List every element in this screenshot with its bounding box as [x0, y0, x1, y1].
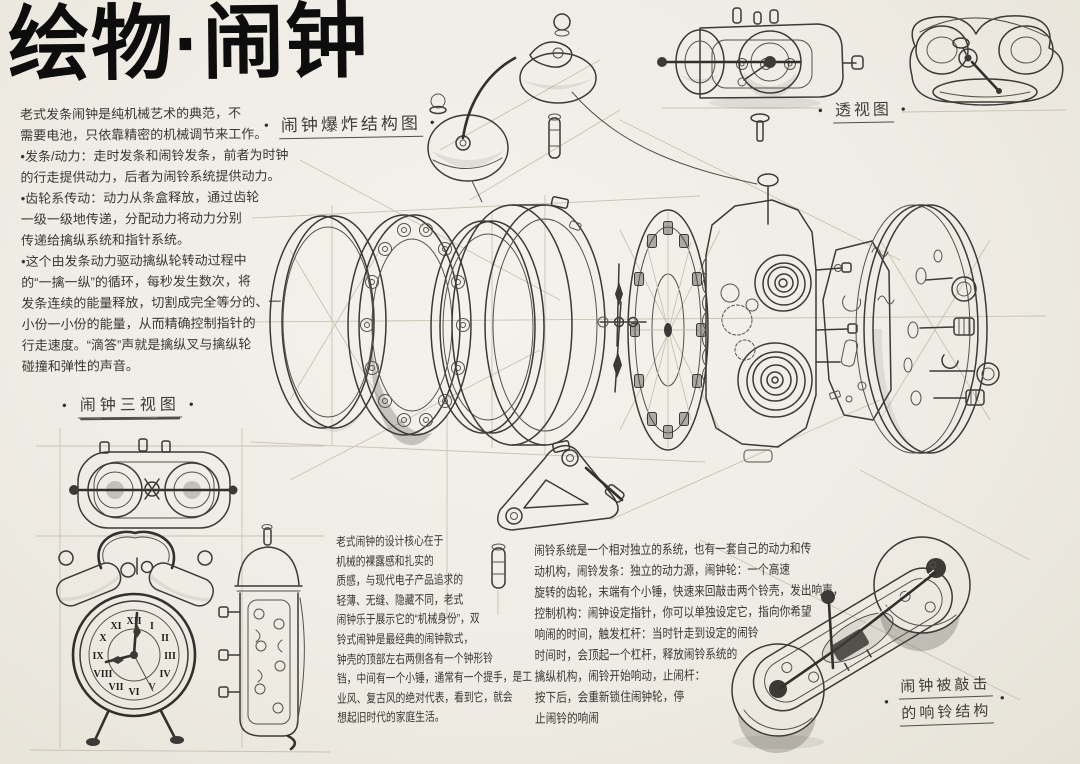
note-line: 想起旧时代的家庭生活。 [337, 710, 445, 726]
svg-text:X: X [99, 633, 107, 644]
triangle-bracket [497, 444, 625, 531]
front-bezel-ring [269, 215, 387, 432]
intermediate-plate [822, 240, 895, 421]
glass-ring [430, 220, 545, 434]
bullet-dot: ● [61, 400, 71, 410]
figure-three-views: XII I II III IV V VI VII VIII IX X XI [56, 438, 305, 751]
case-band-ring [451, 196, 606, 453]
lower-bell [731, 643, 825, 754]
svg-text:I: I [150, 621, 154, 632]
small-parts [548, 113, 889, 257]
svg-text:VIII: VIII [94, 669, 113, 680]
roman-numerals: XII I II III IV V VI VII VIII IX X XI [92, 616, 176, 698]
notes-design-concept: 老式闹钟的设计核心在于 机械的裸露感和扎实的 质感，与现代电子产品追求的 轻薄、… [336, 531, 532, 729]
svg-text:IV: IV [159, 669, 171, 680]
label-text: 闹钟三视图 [77, 390, 182, 419]
bullet-dot: ● [188, 398, 198, 408]
scroll-pattern [360, 223, 470, 427]
dial-disc [627, 209, 709, 451]
clock-hands [597, 263, 647, 393]
top-view [69, 438, 238, 529]
svg-text:XI: XI [110, 621, 121, 632]
note-line: 质感，与现代电子产品追求的 [336, 572, 464, 589]
upper-bell [873, 536, 971, 652]
svg-text:IX: IX [92, 651, 104, 662]
note-line: 轻薄、无缝、隐藏不同，老式 [336, 592, 464, 608]
figure-perspective-views [657, 7, 1064, 109]
winding-keys [919, 276, 1000, 406]
note-line: 闹钟乐于展示它的“机械身份”，双 [336, 611, 480, 628]
note-line: 铃式闹钟是最经典的闹钟款式， [336, 631, 474, 647]
side-keys [218, 606, 241, 698]
note-line: 机械的裸露感和扎实的 [336, 553, 434, 569]
svg-text:III: III [164, 651, 176, 662]
figure-exploded-structure [269, 13, 1000, 615]
upper-spring-barrel [754, 254, 812, 312]
figure-bell-strike-structure [731, 536, 971, 754]
movement-module [702, 173, 858, 463]
svg-text:II: II [161, 633, 169, 644]
side-scroll-pattern [253, 608, 286, 714]
svg-text:VI: VI [128, 687, 139, 698]
dial-markers [630, 221, 706, 439]
lower-spring-barrel [737, 342, 813, 418]
top-perspective-sketch [909, 15, 1064, 106]
front-view: XII I II III IV V VI VII VIII IX X XI [56, 530, 214, 746]
svg-text:VII: VII [108, 682, 123, 693]
hammer-arm [778, 569, 938, 690]
svg-text:XII: XII [126, 616, 141, 627]
back-cover [855, 204, 1000, 454]
note-line: 铛，中间有一个小锤，通常有一个提手，是工 [336, 669, 533, 687]
note-line: 钟壳的顶部左右两侧各有一个钟形铃 [336, 650, 493, 667]
side-perspective-sketch [657, 7, 864, 109]
bell-hammer-assembly [427, 13, 758, 203]
label-three-views: ● 闹钟三视图 ● [61, 390, 198, 419]
cylinder-part [491, 543, 506, 615]
side-view [218, 524, 305, 751]
note-line: 业风、复古风的绝对代表，看到它，就会 [337, 689, 513, 706]
svg-text:V: V [148, 682, 156, 693]
